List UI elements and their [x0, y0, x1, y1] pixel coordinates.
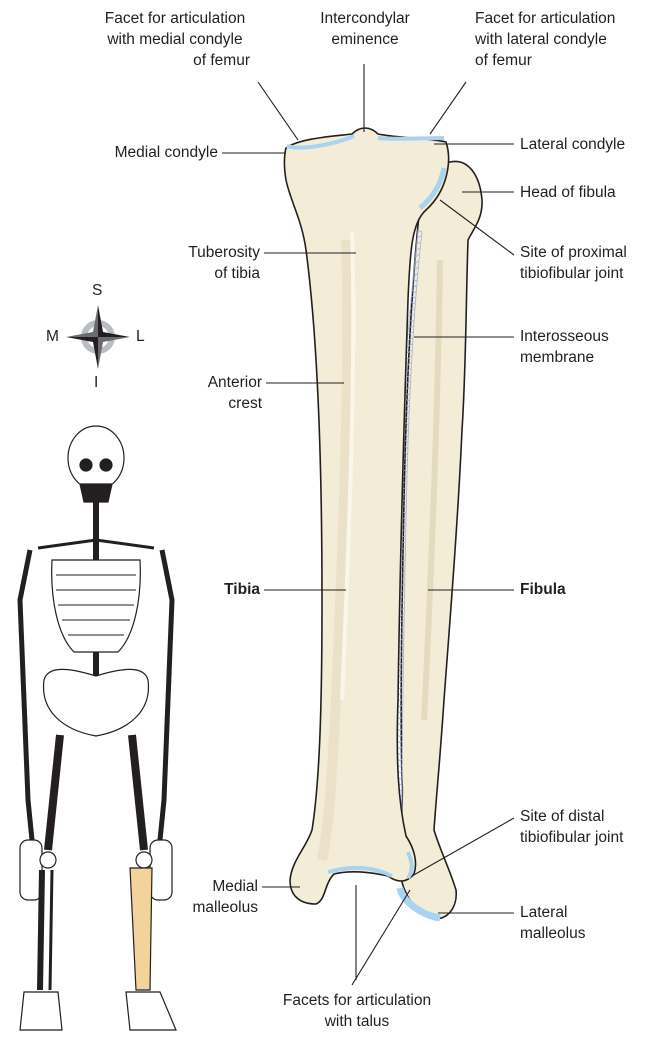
- fibula-bone: [400, 161, 482, 918]
- compass-lateral-label: L: [136, 326, 145, 347]
- label-tuberosity-of-tibia: Tuberosity of tibia: [150, 242, 260, 284]
- label-intercondylar-eminence: Intercondylar eminence: [300, 8, 430, 50]
- label-lateral-condyle: Lateral condyle: [520, 134, 625, 155]
- label-tibia: Tibia: [160, 579, 260, 600]
- label-anterior-crest: Anterior crest: [160, 372, 262, 414]
- label-interosseous-membrane: Interosseous membrane: [520, 326, 609, 368]
- label-fibula: Fibula: [520, 579, 566, 600]
- compass-rose-icon: [66, 305, 130, 369]
- label-lateral-malleolus: Lateral malleolus: [520, 902, 585, 944]
- label-distal-tibiofibular-joint: Site of distal tibiofibular joint: [520, 806, 623, 848]
- label-proximal-tibiofibular-joint: Site of proximal tibiofibular joint: [520, 242, 627, 284]
- compass-superior-label: S: [92, 280, 102, 301]
- label-medial-malleolus: Medial malleolus: [160, 876, 258, 918]
- label-head-of-fibula: Head of fibula: [520, 182, 616, 203]
- label-facet-lateral: Facet for articulation with lateral cond…: [475, 8, 615, 71]
- compass-medial-label: M: [46, 326, 59, 347]
- skeleton-locator-icon: [20, 426, 176, 1030]
- compass-inferior-label: I: [94, 372, 98, 393]
- label-facet-medial: Facet for articulation with medial condy…: [80, 8, 270, 71]
- label-facets-talus: Facets for articulation with talus: [262, 990, 452, 1032]
- highlighted-tibia-fibula: [130, 868, 152, 990]
- label-medial-condyle: Medial condyle: [60, 142, 218, 163]
